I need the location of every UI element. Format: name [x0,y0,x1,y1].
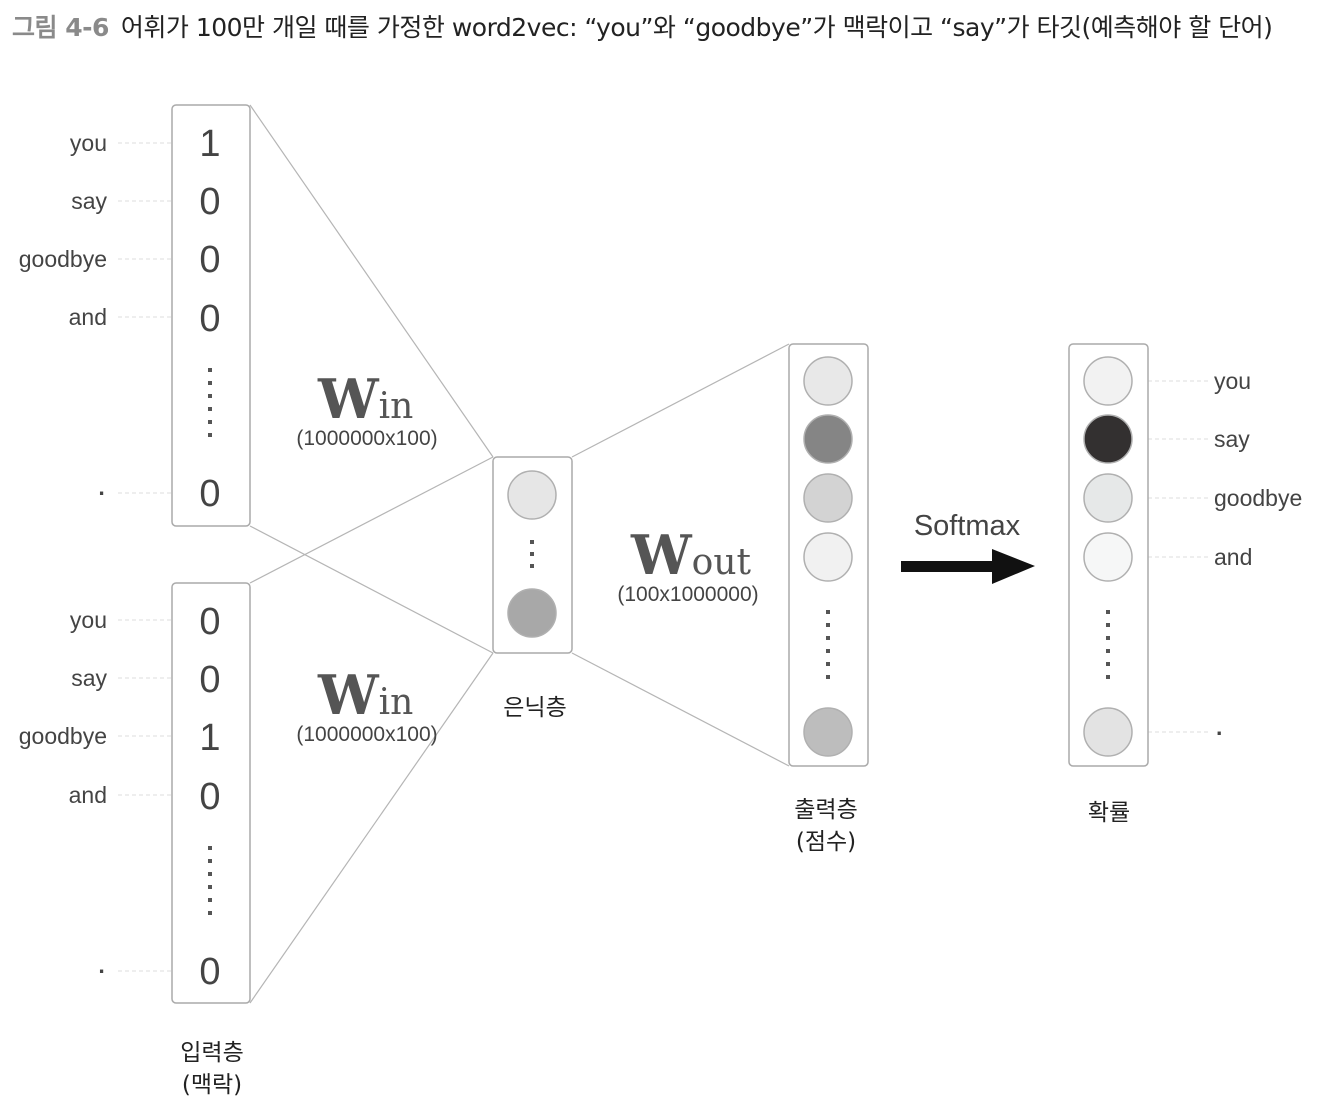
w-in-top-dims: (1000000x100) [296,427,437,450]
w-in-bottom-sub: in [379,682,414,723]
caption-text: 어휘가 100만 개일 때를 가정한 word2vec: “you”와 “goo… [120,13,1273,42]
output-neuron [803,356,853,406]
input-top-last-word: · [98,480,106,506]
input-bottom-word: say [71,665,107,691]
input-bottom-last-word: · [98,958,106,984]
input-vector-top: you say goodbye and · 1 0 0 0 0 [19,104,251,527]
probability-neuron [1083,356,1133,406]
line-bottom-input-to-hidden-upper [249,456,494,584]
softmax-arrow-icon [901,549,1035,584]
output-layer-sublabel: (점수) [796,829,856,855]
probability-neuron [1083,473,1133,523]
hidden-ellipsis [530,540,534,568]
w-out-dims: (100x1000000) [617,583,758,606]
w-out-label: Wout (100x1000000) [617,523,758,606]
input-bottom-last-value: 0 [199,951,220,993]
svg-text:Win: Win [317,663,413,727]
input-top-last-value: 0 [199,473,220,515]
probability-neuron [1083,532,1133,582]
probability-word: and [1214,544,1252,570]
line-bottom-input-to-hidden-lower [249,652,494,1004]
probability-word: goodbye [1214,485,1302,511]
input-bottom-word: goodbye [19,723,107,749]
input-bottom-ellipsis [208,846,212,915]
w-out-main: W [630,523,693,587]
input-bottom-value: 0 [199,659,220,701]
output-neuron [803,414,853,464]
input-top-box [171,104,251,527]
output-ellipsis [826,610,830,679]
input-top-ellipsis [208,368,212,437]
w-in-top-sub: in [379,386,414,427]
probability-word: say [1214,426,1250,452]
input-bottom-value: 0 [199,776,220,818]
input-top-word: say [71,188,107,214]
w-out-sub: out [692,542,752,583]
probability-layer-label: 확률 [1088,800,1130,826]
hidden-layer [492,456,573,654]
svg-text:Wout: Wout [630,523,752,587]
w-in-bottom-main: W [317,663,380,727]
output-neuron [803,473,853,523]
probability-layer: you say goodbye and · [1068,343,1302,767]
input-bottom-word: and [69,782,107,808]
hidden-neuron [507,588,557,638]
connection-lines [249,104,790,1004]
hidden-layer-label: 은닉층 [503,695,566,721]
w-in-top-label: Win (1000000x100) [296,367,437,450]
output-layer-label: 출력층 [794,797,857,823]
output-neuron [803,707,853,757]
input-top-value: 1 [199,123,220,165]
softmax-label: Softmax [914,510,1021,542]
output-layer [788,343,869,767]
input-top-value: 0 [199,181,220,223]
line-hidden-to-output-lower [571,652,790,767]
probability-ellipsis [1106,610,1110,679]
input-vector-bottom: you say goodbye and · 0 0 1 0 0 [19,582,251,1004]
input-top-word: you [70,130,107,156]
input-top-word: and [69,304,107,330]
input-top-value: 0 [199,239,220,281]
hidden-neuron [507,470,557,520]
figure-label: 그림 4-6 [12,13,109,42]
w-in-top-main: W [317,367,380,431]
input-bottom-box [171,582,251,1004]
input-layer-label: 입력층 [180,1040,243,1066]
w-in-bottom-dims: (1000000x100) [296,723,437,746]
input-layer-sublabel: (맥락) [182,1072,242,1098]
w-in-bottom-label: Win (1000000x100) [296,663,437,746]
output-neuron [803,532,853,582]
line-top-input-to-hidden-upper [249,104,494,458]
input-bottom-value: 0 [199,601,220,643]
input-top-word: goodbye [19,246,107,272]
svg-text:Win: Win [317,367,413,431]
probability-last-word: · [1216,720,1224,746]
probability-neuron [1083,414,1133,464]
probability-neuron [1083,707,1133,757]
probability-word: you [1214,368,1251,394]
input-top-value: 0 [199,298,220,340]
input-bottom-value: 1 [199,717,220,759]
figure-caption: 그림 4-6 어휘가 100만 개일 때를 가정한 word2vec: “you”… [12,6,1332,50]
line-hidden-to-output-upper [571,343,790,458]
input-bottom-word: you [70,607,107,633]
line-top-input-to-hidden-lower [249,525,494,654]
